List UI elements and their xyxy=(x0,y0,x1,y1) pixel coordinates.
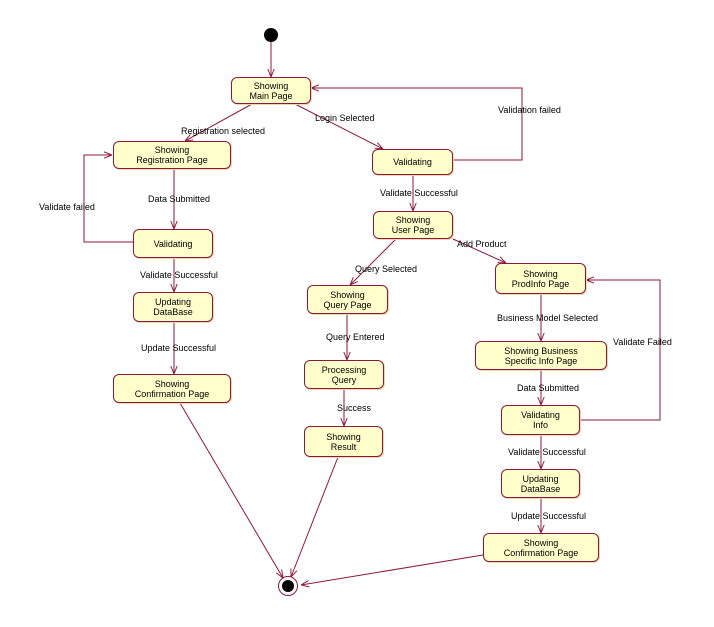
state-showing-user-page: Showing User Page xyxy=(373,211,453,239)
edge-main-to-registration xyxy=(185,103,253,141)
state-showing-registration-page: Showing Registration Page xyxy=(113,141,231,169)
edge-user-to-query xyxy=(350,238,397,285)
label-success: Success xyxy=(337,403,372,413)
label-login-selected: Login Selected xyxy=(315,113,375,123)
edge-confirmation-product-to-final xyxy=(301,554,484,585)
state-processing-query: Processing Query xyxy=(304,360,384,389)
label-validate-failed: Validate failed xyxy=(39,202,95,212)
state-updating-database-registration: Updating DataBase xyxy=(133,292,213,322)
label-business-model-selected: Business Model Selected xyxy=(497,313,599,323)
edge-validation-failed xyxy=(311,88,523,161)
state-validating-registration: Validating xyxy=(133,229,213,258)
label-validate-failed-product: Validate Failed xyxy=(613,337,672,347)
label-query-entered: Query Entered xyxy=(326,332,385,342)
state-showing-business-specific-info: Showing Business Specific Info Page xyxy=(475,341,607,370)
final-node xyxy=(282,580,294,592)
state-showing-prodinfo-page: Showing ProdInfo Page xyxy=(495,263,586,294)
label-add-product: Add Product xyxy=(457,239,507,249)
initial-node xyxy=(264,28,278,42)
state-showing-query-page: Showing Query Page xyxy=(307,285,388,314)
label-validate-successful-product: Validate Successful xyxy=(508,447,586,457)
edge-validate-failed-product xyxy=(580,280,661,421)
label-validation-failed: Validation failed xyxy=(498,105,561,115)
label-validate-successful-login: Validate Successful xyxy=(380,188,458,198)
edge-validate-failed xyxy=(83,155,133,243)
state-showing-result: Showing Result xyxy=(304,426,383,457)
state-validating-login: Validating xyxy=(372,149,453,175)
edge-result-to-final xyxy=(291,456,339,577)
edge-confirmation-to-final xyxy=(179,402,283,578)
edge-main-to-login-validating xyxy=(294,103,383,149)
label-data-submitted-registration: Data Submitted xyxy=(148,194,211,204)
state-showing-confirmation-registration: Showing Confirmation Page xyxy=(113,374,231,403)
label-data-submitted-product: Data Submitted xyxy=(517,383,580,393)
label-registration-selected: Registration selected xyxy=(181,126,266,136)
label-update-successful-product: Update Successful xyxy=(511,511,587,521)
state-updating-database-product: Updating DataBase xyxy=(501,469,580,498)
edge-user-to-prodinfo xyxy=(452,238,506,263)
state-showing-confirmation-product: Showing Confirmation Page xyxy=(483,533,599,562)
state-showing-main-page: Showing Main Page xyxy=(231,77,311,104)
state-validating-info: Validating Info xyxy=(501,405,580,435)
label-query-selected: Query Selected xyxy=(355,264,418,274)
label-update-successful-registration: Update Successful xyxy=(141,343,217,353)
label-validate-successful-registration: Validate Successful xyxy=(140,270,218,280)
